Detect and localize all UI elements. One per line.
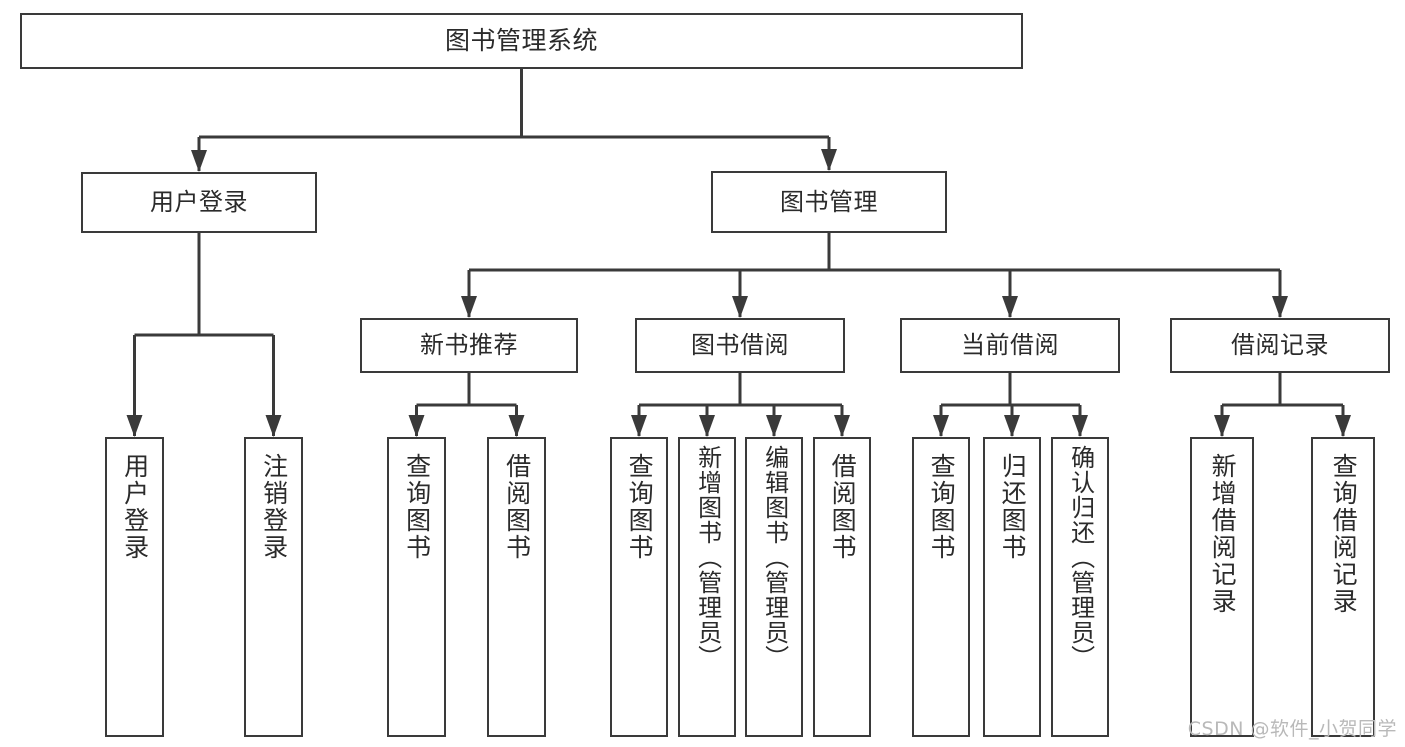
leaf-return-book-label: 归还图书	[998, 453, 1028, 561]
leaf-borrow-book-1-label: 借阅图书	[502, 453, 532, 561]
leaf-logout-label: 注销登录	[259, 453, 289, 561]
leaf-borrow-book-2[interactable]: 借阅图书	[813, 437, 871, 737]
node-book-borrow-label: 图书借阅	[691, 331, 789, 360]
leaf-user-login-label: 用户登录	[120, 453, 150, 561]
leaf-user-login[interactable]: 用户登录	[105, 437, 164, 737]
node-new-book-recommend-label: 新书推荐	[420, 331, 518, 360]
leaf-add-book-label: 新增图书（管理员）	[693, 445, 722, 670]
node-current-borrow-label: 当前借阅	[961, 331, 1059, 360]
csdn-watermark: CSDN @软件_小贺同学	[1187, 718, 1397, 740]
node-borrow-record[interactable]: 借阅记录	[1170, 318, 1390, 373]
node-user-login[interactable]: 用户登录	[81, 172, 317, 233]
leaf-add-borrow-record[interactable]: 新增借阅记录	[1190, 437, 1254, 737]
leaf-query-borrow-record[interactable]: 查询借阅记录	[1311, 437, 1375, 737]
node-user-login-label: 用户登录	[150, 188, 248, 217]
node-root-label: 图书管理系统	[444, 26, 598, 56]
leaf-edit-book[interactable]: 编辑图书（管理员）	[745, 437, 803, 737]
leaf-confirm-return-label: 确认归还（管理员）	[1066, 445, 1095, 670]
leaf-query-book-1[interactable]: 查询图书	[387, 437, 446, 737]
leaf-query-book-3-label: 查询图书	[927, 453, 957, 561]
leaf-confirm-return[interactable]: 确认归还（管理员）	[1051, 437, 1109, 737]
leaf-query-borrow-record-label: 查询借阅记录	[1329, 453, 1359, 615]
leaf-query-book-2-label: 查询图书	[625, 453, 655, 561]
node-book-manage[interactable]: 图书管理	[711, 171, 947, 233]
leaf-add-book[interactable]: 新增图书（管理员）	[678, 437, 736, 737]
leaf-add-borrow-record-label: 新增借阅记录	[1208, 453, 1238, 615]
leaf-query-book-1-label: 查询图书	[402, 453, 432, 561]
node-book-borrow[interactable]: 图书借阅	[635, 318, 845, 373]
node-book-manage-label: 图书管理	[780, 187, 878, 216]
node-new-book-recommend[interactable]: 新书推荐	[360, 318, 578, 373]
leaf-query-book-3[interactable]: 查询图书	[912, 437, 970, 737]
node-root[interactable]: 图书管理系统	[20, 13, 1023, 69]
node-current-borrow[interactable]: 当前借阅	[900, 318, 1120, 373]
leaf-edit-book-label: 编辑图书（管理员）	[760, 445, 789, 670]
node-borrow-record-label: 借阅记录	[1231, 331, 1329, 360]
leaf-return-book[interactable]: 归还图书	[983, 437, 1041, 737]
leaf-query-book-2[interactable]: 查询图书	[610, 437, 668, 737]
leaf-logout[interactable]: 注销登录	[244, 437, 303, 737]
leaf-borrow-book-2-label: 借阅图书	[828, 453, 858, 561]
leaf-borrow-book-1[interactable]: 借阅图书	[487, 437, 546, 737]
